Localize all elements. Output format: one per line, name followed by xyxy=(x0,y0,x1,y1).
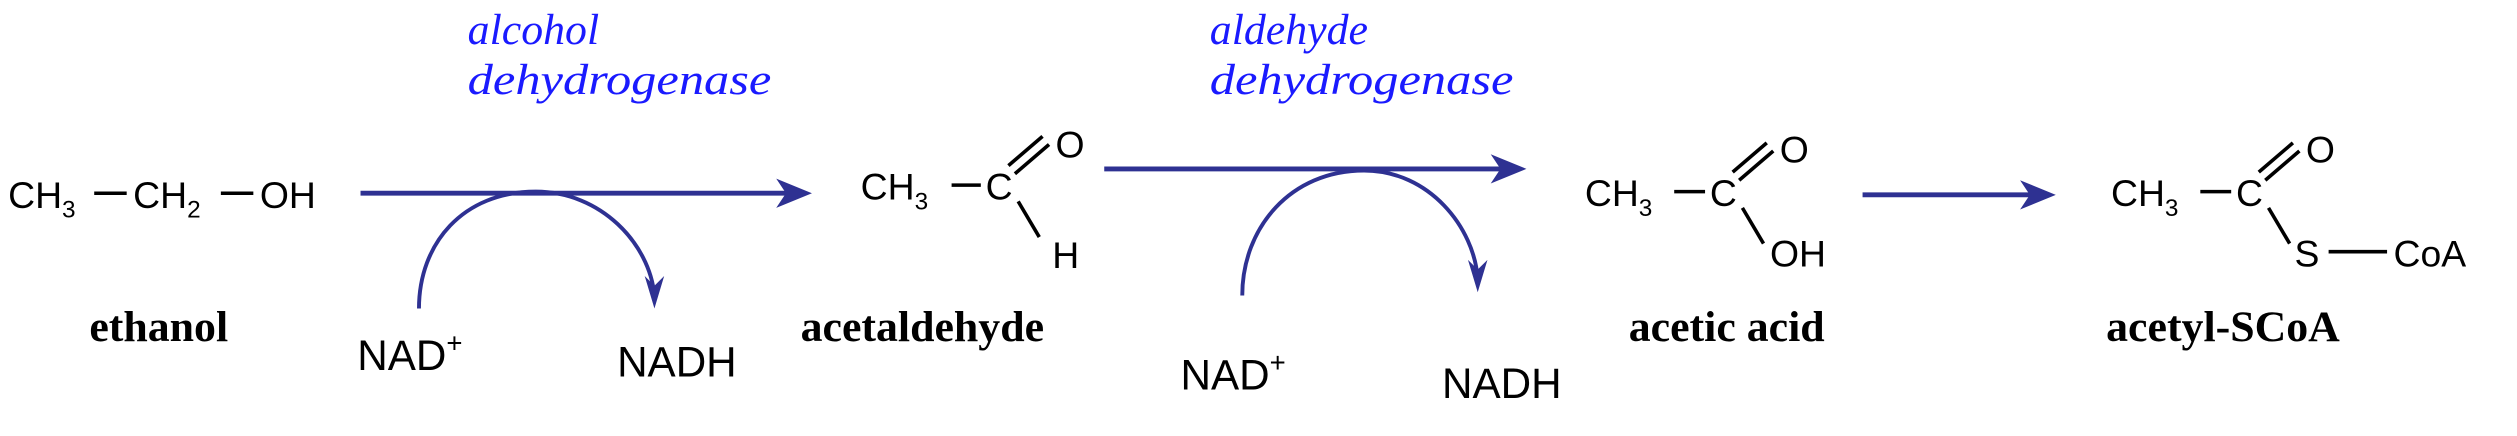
enzyme-line1: aldehyde xyxy=(1210,6,1368,54)
double-bond xyxy=(1731,141,1768,174)
acetyl-scoa-structure: CH3 C O S CoA xyxy=(2111,128,2466,274)
bond xyxy=(1016,200,1041,238)
compound-label-acetic-acid: acetic acid xyxy=(1629,303,1825,351)
compound-label-ethanol: ethanol xyxy=(89,303,228,351)
svg-text:CH3: CH3 xyxy=(1585,172,1652,222)
compound-label-acetyl-scoa: acetyl-SCoA xyxy=(2106,303,2340,351)
atom-h: H xyxy=(1052,234,1079,276)
atom-oh: OH xyxy=(260,174,316,216)
arrowhead-icon xyxy=(1467,259,1488,293)
atom-ch3: CH xyxy=(8,174,62,216)
arrowhead-icon xyxy=(2020,180,2056,210)
enzyme-line2: dehydrogenase xyxy=(468,56,772,104)
atom-o: O xyxy=(2306,128,2335,170)
atom-o: O xyxy=(1056,124,1085,166)
arrowhead-icon xyxy=(644,276,665,309)
atom-ch2: CH xyxy=(133,174,187,216)
acetaldehyde-structure: CH3 C O H xyxy=(861,124,1085,276)
atom-c: C xyxy=(1710,172,1737,214)
atom-c: C xyxy=(2236,172,2263,214)
enzyme-label-alcohol-dehydrogenase: alcohol dehydrogenase xyxy=(468,6,772,104)
atom-o: O xyxy=(1780,128,1809,170)
cofactor-nad-plus: NAD+ xyxy=(1181,347,1286,399)
compound-label-acetaldehyde: acetaldehyde xyxy=(801,303,1044,351)
svg-text:CH3: CH3 xyxy=(2111,172,2178,222)
atom-oh: OH xyxy=(1770,232,1826,274)
enzyme-label-aldehyde-dehydrogenase: aldehyde dehydrogenase xyxy=(1210,6,1514,104)
atom-ch3: CH xyxy=(2111,172,2165,214)
atom-ch3: CH xyxy=(1585,172,1639,214)
svg-text:CH3: CH3 xyxy=(861,166,928,216)
arrowhead-icon xyxy=(776,178,812,208)
group-coa: CoA xyxy=(2394,232,2467,274)
bond xyxy=(1740,206,1766,245)
acetic-acid-structure: CH3 C O OH xyxy=(1585,128,1826,274)
atom-ch3: CH xyxy=(861,166,915,208)
cofactor-nadh: NADH xyxy=(617,339,737,386)
cofactor-nadh: NADH xyxy=(1442,360,1562,407)
atom-c: C xyxy=(986,166,1013,208)
svg-text:CH3: CH3 xyxy=(8,174,75,224)
cofactor-curve-arrow-2 xyxy=(1240,168,1480,296)
svg-text:CH2: CH2 xyxy=(133,174,200,224)
cofactor-nad-plus: NAD+ xyxy=(357,327,462,379)
ethanol-structure: CH3 CH2 OH xyxy=(8,174,316,224)
enzyme-line1: alcohol xyxy=(468,6,599,54)
atom-s: S xyxy=(2295,232,2320,274)
arrowhead-icon xyxy=(1490,154,1527,184)
cofactor-curve-arrow-1 xyxy=(417,189,657,309)
double-bond xyxy=(1007,135,1044,167)
bond xyxy=(2266,206,2292,245)
enzyme-line2: dehydrogenase xyxy=(1210,56,1514,104)
double-bond xyxy=(2257,141,2295,174)
